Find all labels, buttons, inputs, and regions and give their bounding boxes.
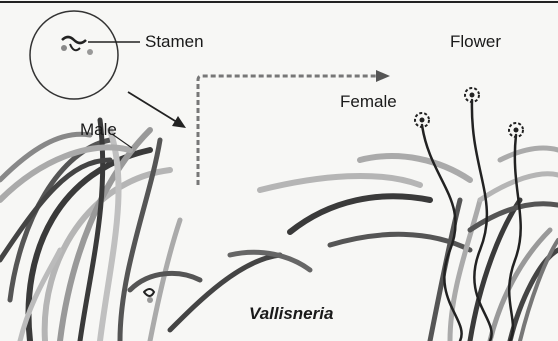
diagram-title: Vallisneria	[249, 304, 333, 324]
zoom-arrow	[128, 92, 186, 128]
pollination-arrow	[198, 70, 390, 185]
female-label: Female	[340, 92, 397, 112]
stamen-zoom-circle	[30, 11, 140, 99]
flower-label: Flower	[450, 32, 501, 52]
male-label: Male	[80, 120, 117, 140]
stamen-label: Stamen	[145, 32, 204, 52]
